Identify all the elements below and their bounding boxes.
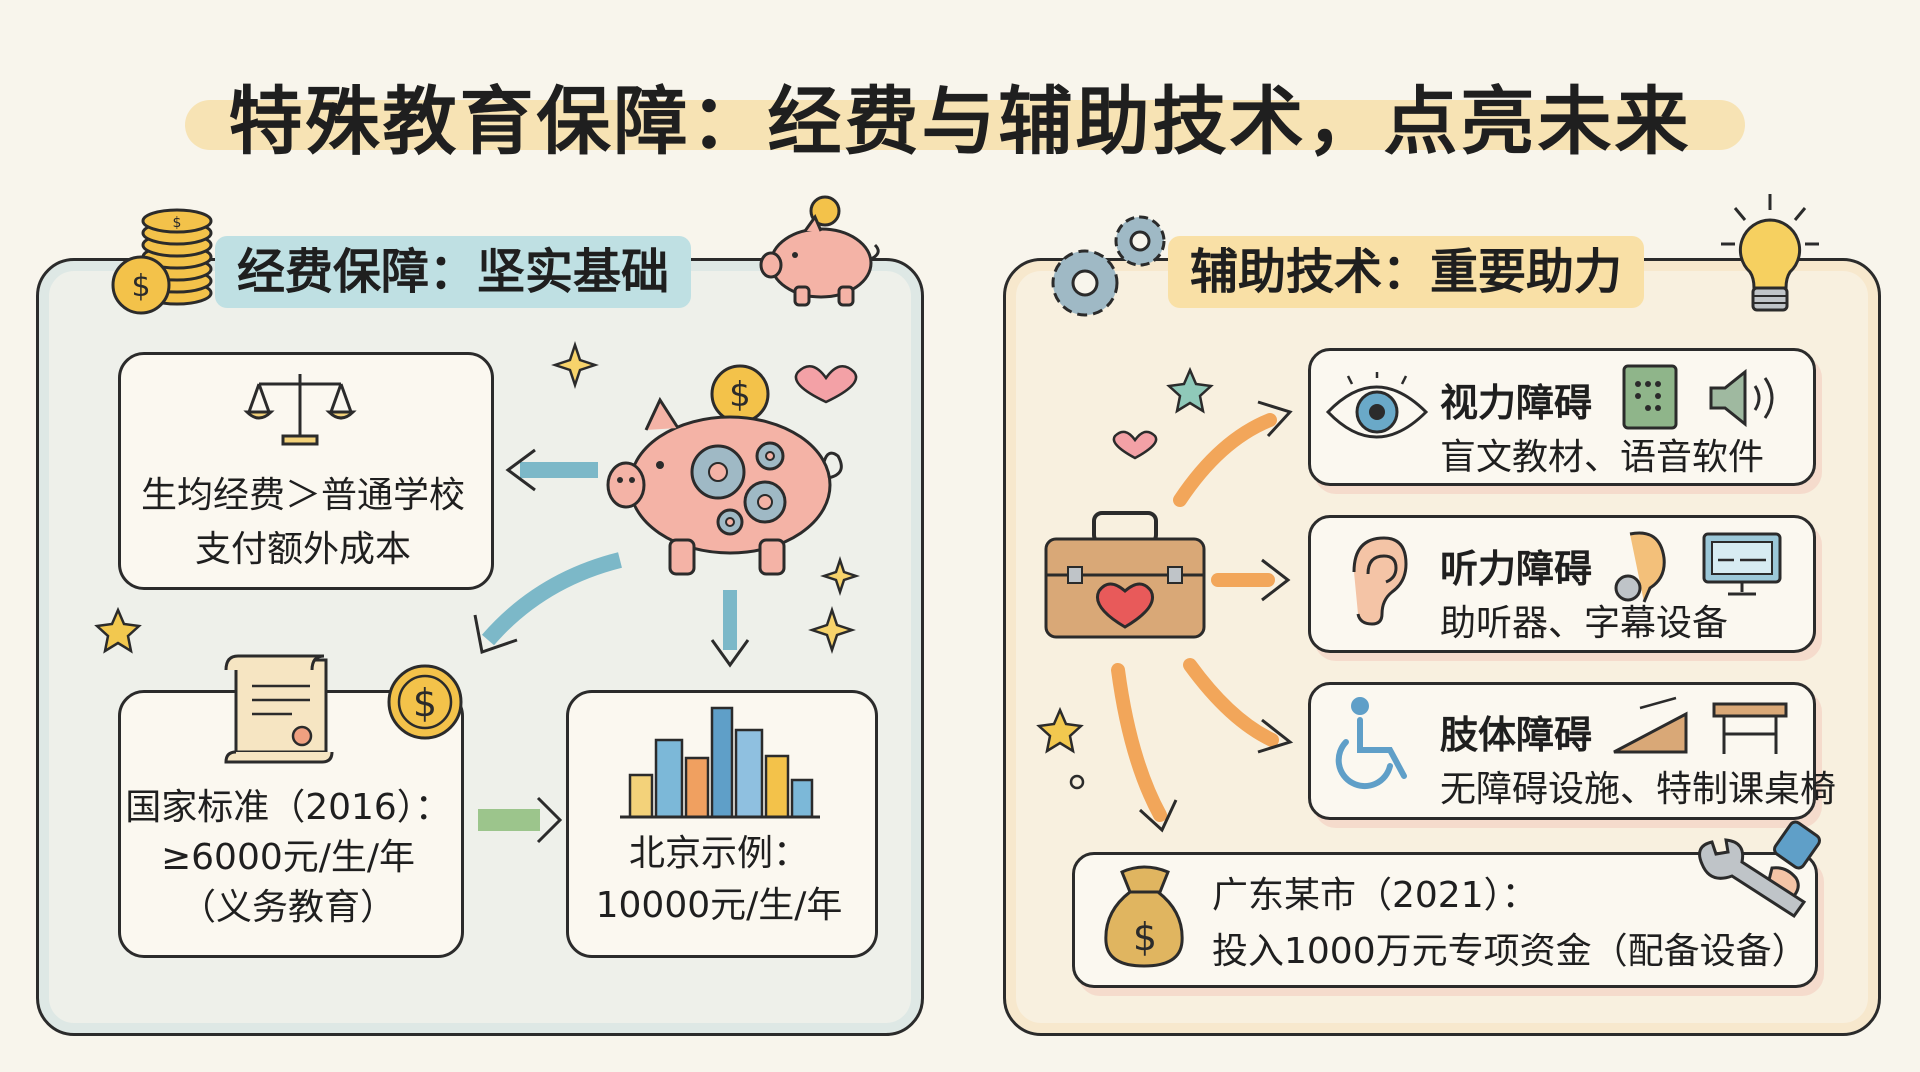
wheelchair-icon [1335,697,1407,790]
standard-line-3: （义务教育） [179,887,396,928]
hearing-desc: 助听器、字幕设备 [1440,603,1729,644]
beijing-line-2: 10000元/生/年 [595,885,843,926]
svg-text:$: $ [131,269,150,304]
funding-heading: 经费保障：坚实基础 [215,236,692,308]
standard-line-1: 国家标准（2016）： [125,787,451,828]
ear-icon [1352,536,1408,626]
gears-icon [1051,215,1166,317]
beijing-line-1: 北京示例： [628,833,809,874]
vision-title: 视力障碍 [1440,381,1593,425]
hearing-aid-icon [1614,531,1666,603]
coin-stack-icon: $ $ [111,208,213,315]
city-icon [620,706,820,819]
speaker-icon [1709,368,1774,428]
assistive-tech-heading: 辅助技术：重要助力 [1168,236,1645,308]
hearing-title: 听力障碍 [1440,547,1593,591]
piggy-bank-icon [759,195,880,307]
physical-title: 肢体障碍 [1440,713,1593,757]
svg-text:$: $ [173,215,182,231]
title-highlight [185,100,1745,150]
standard-line-2: ≥6000元/生/年 [160,837,416,878]
svg-text:$: $ [729,375,751,415]
caption-monitor-icon [1702,532,1782,596]
guangdong-line-2: 投入1000万元专项资金（配备设备） [1212,931,1808,972]
guangdong-line-1: 广东某市（2021）： [1212,875,1538,916]
eye-icon [1325,372,1429,439]
desk-icon [1712,702,1788,754]
guangdong-box [1072,852,1818,988]
scale-icon [243,374,357,446]
toolbox-icon [1044,511,1206,639]
lightbulb-icon [1721,194,1819,312]
piggy-bank-gears-icon: $ [606,364,843,576]
cost-line-1: 生均经费＞普通学校 [140,475,465,516]
svg-text:$: $ [413,681,437,725]
ramp-icon [1613,696,1688,754]
vision-desc: 盲文教材、语音软件 [1440,437,1765,478]
svg-text:$: $ [1133,915,1157,959]
cost-line-2: 支付额外成本 [194,529,411,570]
per-student-cost-box [118,352,494,590]
physical-desc: 无障碍设施、特制课桌椅 [1440,769,1837,810]
scroll-icon [224,654,334,764]
coin-icon: $ [387,664,463,740]
wrench-icon [1698,820,1821,919]
page-title: 特殊教育保障：经费与辅助技术，点亮未来 [228,79,1692,165]
braille-book-icon [1622,364,1678,430]
money-bag-icon: $ [1104,865,1184,968]
